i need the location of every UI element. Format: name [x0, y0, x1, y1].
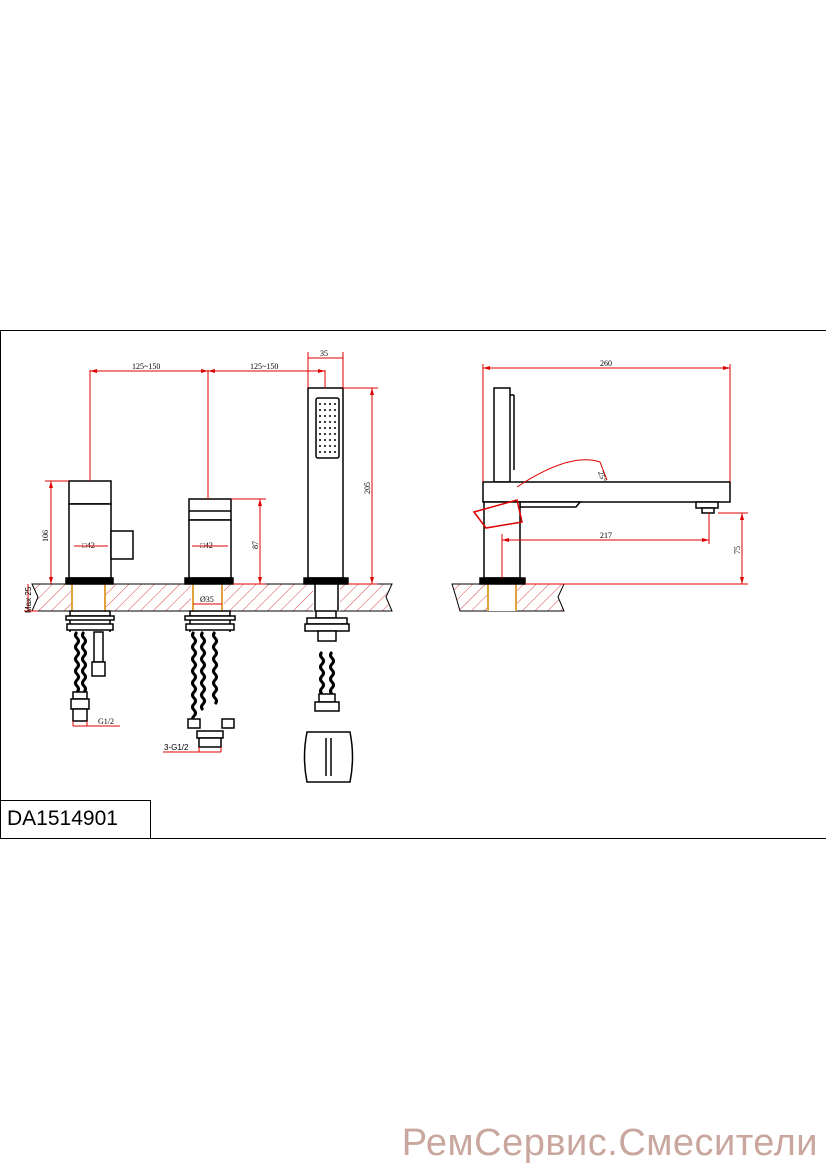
dim-body-height-1: 106: [41, 530, 50, 542]
handshower-spray-holes: [319, 403, 336, 453]
dimension-arrows: [49, 366, 744, 584]
dim-body-height-2: 87: [251, 541, 260, 549]
deck-section-side: [451, 583, 565, 612]
handshower-front: [303, 387, 354, 783]
dim-handshower-height: 205: [363, 482, 372, 494]
dim-handshower-width: 35: [320, 349, 328, 358]
dimension-lines: [24, 352, 748, 753]
dim-deck-max: Max 25: [24, 586, 33, 613]
model-code: DA1514901: [7, 807, 118, 830]
dim-spacing-2: 125~150: [250, 362, 278, 371]
watermark-text: РемСервис.Смесители: [401, 1122, 818, 1164]
dim-lever-angle: 25°: [596, 470, 608, 484]
dim-spout-height: 75: [733, 546, 742, 554]
dim-hole-diameter: Ø35: [200, 595, 214, 604]
dim-spout-reach: 217: [600, 531, 612, 540]
mixer-body-left: [65, 480, 134, 722]
deck-section-front: [31, 583, 393, 612]
spout-side-view: [479, 387, 731, 585]
dim-spacing-1: 125~150: [132, 362, 160, 371]
dim-inlet-2: 3-G1/2: [164, 743, 189, 752]
model-code-box: [0, 800, 151, 839]
drawing-frame: [0, 330, 826, 839]
lever-swing-outline: [472, 499, 523, 529]
mixer-body-middle: [184, 498, 236, 748]
dim-spout-length: 260: [600, 359, 612, 368]
dim-inlet-1: G1/2: [98, 717, 114, 726]
